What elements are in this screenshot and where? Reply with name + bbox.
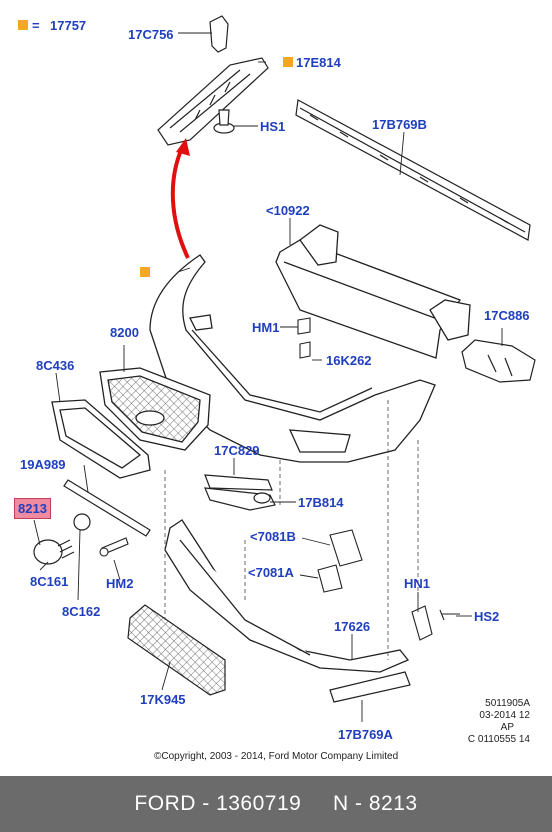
label-17k945[interactable]: 17K945 [140,692,186,707]
strip-19a989 [63,479,151,537]
marker-bumper-icon [140,267,150,277]
screw-hm2 [99,537,129,557]
clip-hm1 [297,317,311,359]
label-8213-highlighted[interactable]: 8213 [14,498,51,519]
label-8200[interactable]: 8200 [110,325,139,340]
footer-text: FORD - 1360719 N - 8213 [134,792,418,815]
meta-line-3: AP [500,722,514,733]
meta-line-2: 03-2014 12 [479,710,530,721]
label-19a989[interactable]: 19A989 [20,457,66,472]
label-17b769a[interactable]: 17B769A [338,727,393,742]
bracket-17c756 [157,15,269,146]
fog-lamp-8213 [33,513,91,565]
label-17b769b[interactable]: 17B769B [372,117,427,132]
label-17c756[interactable]: 17C756 [128,27,174,42]
label-hn1[interactable]: HN1 [404,576,431,591]
legend-equals: = [32,18,40,33]
leader-lines [33,32,503,722]
diagram-meta: 5011905A 03-2014 12 AP C 0110555 14 [410,698,530,746]
bumper-cover [149,254,436,463]
label-hs2[interactable]: HS2 [474,609,500,624]
diagram-drawing [33,15,536,722]
label-17c886[interactable]: 17C886 [484,308,530,323]
parts-diagram: = 17757 17C756 17E814 HS1 17B769B <10922… [14,15,536,762]
meta-line-1: 5011905A [485,698,530,709]
copyright-text: ©Copyright, 2003 - 2014, Ford Motor Comp… [154,751,399,762]
label-7081b[interactable]: <7081B [250,529,296,544]
label-8c436[interactable]: 8C436 [36,358,75,373]
label-17626[interactable]: 17626 [334,619,371,634]
label-10922[interactable]: <10922 [266,203,310,218]
label-hs1[interactable]: HS1 [260,119,286,134]
red-arrow [170,138,190,259]
strip-17b769a [329,671,411,703]
legend-marker-icon [18,20,28,30]
label-8c161[interactable]: 8C161 [30,574,69,589]
label-hm1[interactable]: HM1 [252,320,280,335]
bracket-17c886 [461,339,536,383]
screw-hs1 [213,109,235,134]
grille-17k945 [127,604,226,696]
grille-8200 [99,367,211,451]
label-hm2[interactable]: HM2 [106,576,134,591]
frame-8c436 [51,399,151,479]
legend-code: 17757 [50,18,87,33]
guide-lines [164,400,419,660]
label-7081a[interactable]: <7081A [248,565,294,580]
beam-17b769b [295,99,531,241]
bumper-beam-10922 [275,224,471,359]
label-8c162[interactable]: 8C162 [62,604,101,619]
label-17e814[interactable]: 17E814 [296,55,341,70]
meta-line-4: C 0110555 14 [467,734,530,745]
bezel-17c829 [204,474,276,511]
marker-17e814-icon [283,57,293,67]
covers-7081 [317,529,363,593]
footer-bar: FORD - 1360719 N - 8213 [0,776,552,832]
label-17b814[interactable]: 17B814 [298,495,344,510]
bracket-hn1 [411,605,460,641]
label-16k262[interactable]: 16K262 [326,353,372,368]
label-17c829[interactable]: 17C829 [214,443,260,458]
